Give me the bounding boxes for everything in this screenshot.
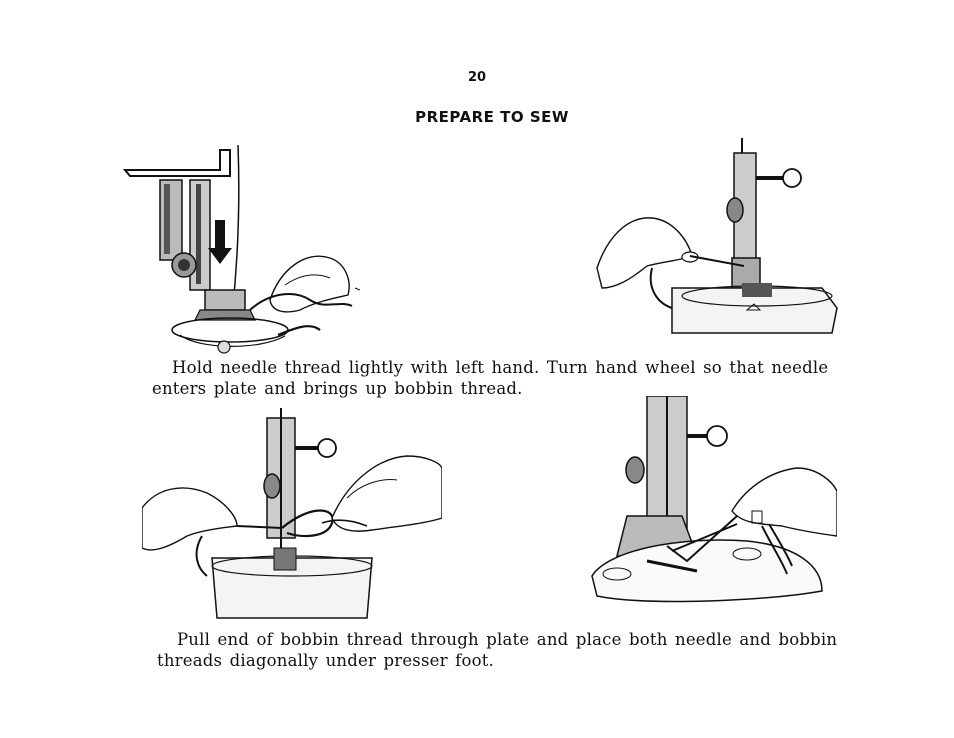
illustration-pull-bobbin-thread — [142, 408, 442, 623]
illustration-threads-under-foot — [587, 396, 837, 611]
caption-line: enters plate and brings up bobbin thread… — [152, 379, 523, 398]
illustration-needle-down — [120, 140, 360, 358]
caption-step-1: Hold needle thread lightly with left han… — [152, 357, 852, 399]
page-number: 20 — [467, 70, 487, 85]
illustration-hold-thread — [592, 138, 842, 338]
caption-step-2: Pull end of bobbin thread through plate … — [157, 629, 857, 671]
page-title: PREPARE TO SEW — [415, 108, 569, 126]
caption-line: Pull end of bobbin thread through plate … — [177, 630, 838, 649]
caption-line: threads diagonally under presser foot. — [157, 651, 494, 670]
caption-line: Hold needle thread lightly with left han… — [172, 358, 829, 377]
